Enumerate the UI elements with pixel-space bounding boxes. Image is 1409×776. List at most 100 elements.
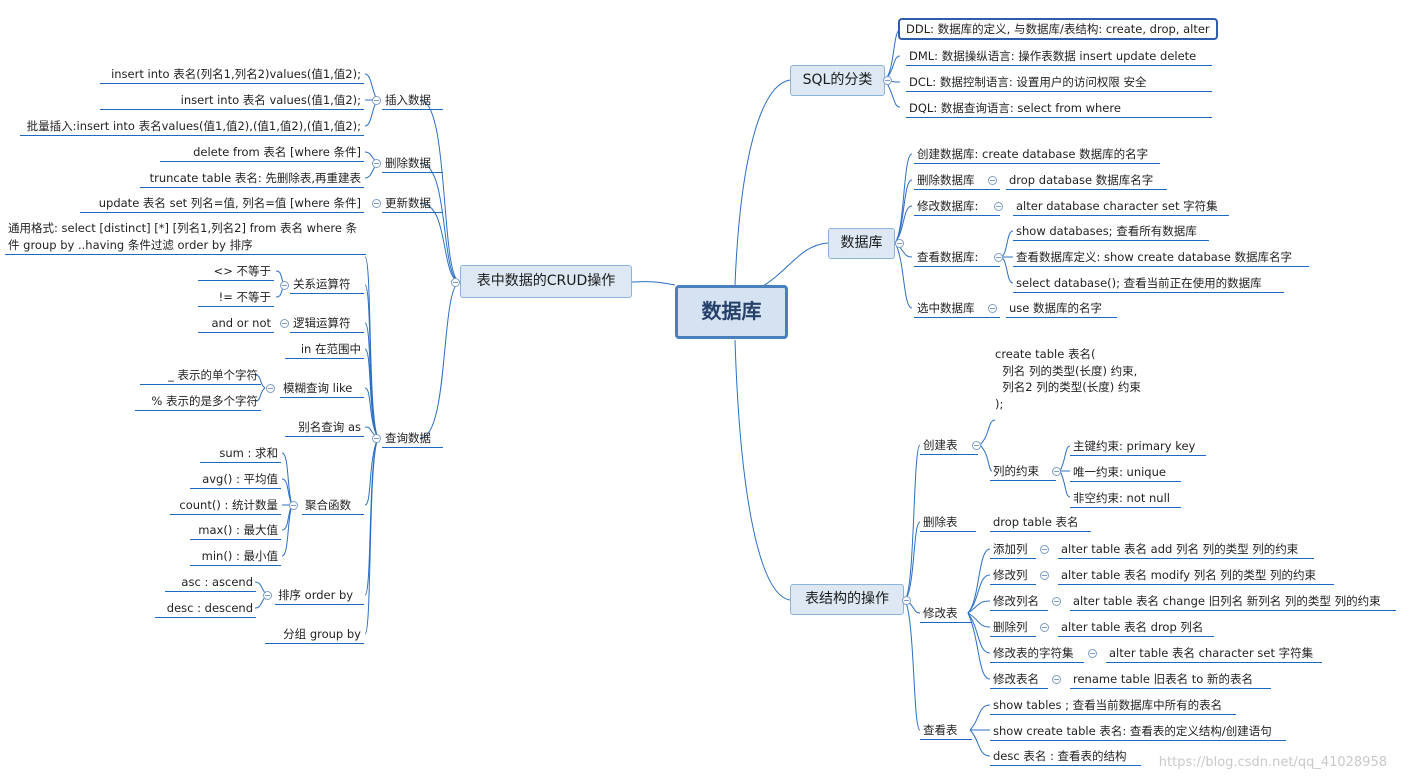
create-db-item[interactable]: 创建数据库: create database 数据库的名字: [914, 147, 1160, 164]
delete-db-cmd[interactable]: drop database 数据库名字: [1006, 173, 1167, 190]
modify-db-cmd[interactable]: alter database character set 字符集: [1013, 199, 1229, 216]
in-label[interactable]: in 在范围中: [285, 342, 364, 359]
aggregate-item-count[interactable]: count() : 统计数量: [170, 498, 281, 515]
collapse-toggle-icon[interactable]: [972, 441, 981, 450]
delete-table-label[interactable]: 删除表: [920, 515, 976, 532]
dql-item[interactable]: DQL: 数据查询语言: select from where: [906, 101, 1212, 118]
collapse-toggle-icon[interactable]: [1040, 545, 1049, 554]
group-label[interactable]: 分组 group by: [265, 627, 364, 644]
view-table-label[interactable]: 查看表: [920, 723, 972, 740]
modify-table-label[interactable]: 修改表: [920, 606, 972, 623]
like-item-1[interactable]: _ 表示的单个字符: [140, 368, 261, 385]
constraint-label[interactable]: 列的约束: [990, 464, 1056, 481]
relational-item-2[interactable]: != 不等于: [198, 290, 274, 307]
logic-item-1[interactable]: and or not: [198, 316, 274, 333]
rename-col-label[interactable]: 修改列名: [990, 594, 1048, 611]
insert-item-2[interactable]: insert into 表名 values(值1,值2);: [100, 93, 364, 110]
collapse-toggle-icon[interactable]: [902, 596, 911, 605]
view-db-item-2[interactable]: 查看数据库定义: show create database 数据库名字: [1013, 250, 1309, 267]
unique-item[interactable]: 唯一约束: unique: [1070, 465, 1181, 482]
view-db-label[interactable]: 查看数据库:: [914, 250, 1000, 267]
aggregate-label[interactable]: 聚合函数: [302, 498, 364, 515]
view-table-item-2[interactable]: show create table 表名: 查看表的定义结构/创建语句: [990, 724, 1286, 741]
ddl-item[interactable]: DDL: 数据库的定义, 与数据库/表结构: create, drop, alt…: [898, 18, 1218, 40]
insert-item-3[interactable]: 批量插入:insert into 表名values(值1,值2),(值1,值2)…: [20, 119, 364, 136]
charset-label[interactable]: 修改表的字符集: [990, 646, 1084, 663]
collapse-toggle-icon[interactable]: [280, 319, 289, 328]
collapse-toggle-icon[interactable]: [451, 278, 460, 287]
view-db-item-1[interactable]: show databases; 查看所有数据库: [1013, 224, 1209, 241]
rename-table-cmd[interactable]: rename table 旧表名 to 新的表名: [1070, 672, 1271, 689]
order-item-asc[interactable]: asc : ascend: [165, 575, 256, 592]
like-label[interactable]: 模糊查询 like: [280, 381, 364, 398]
drop-col-label[interactable]: 删除列: [990, 620, 1036, 637]
collapse-toggle-icon[interactable]: [1052, 597, 1061, 606]
root-node[interactable]: 数据库: [675, 285, 788, 339]
rename-col-cmd[interactable]: alter table 表名 change 旧列名 新列名 列的类型 列的约束: [1070, 594, 1396, 611]
use-db-label[interactable]: 选中数据库: [914, 301, 1000, 318]
modify-col-label[interactable]: 修改列: [990, 568, 1036, 585]
modify-col-cmd[interactable]: alter table 表名 modify 列名 列的类型 列的约束: [1058, 568, 1334, 585]
query-data-label[interactable]: 查询数据: [382, 431, 443, 448]
collapse-toggle-icon[interactable]: [895, 239, 904, 248]
aggregate-item-max[interactable]: max() : 最大值: [190, 523, 281, 540]
primary-key-item[interactable]: 主键约束: primary key: [1070, 439, 1206, 456]
charset-cmd[interactable]: alter table 表名 character set 字符集: [1106, 646, 1322, 663]
view-table-item-3[interactable]: desc 表名 : 查看表的结构: [990, 749, 1141, 766]
add-col-cmd[interactable]: alter table 表名 add 列名 列的类型 列的约束: [1058, 542, 1314, 559]
relational-item-1[interactable]: <> 不等于: [198, 264, 274, 281]
collapse-toggle-icon[interactable]: [372, 199, 381, 208]
collapse-toggle-icon[interactable]: [1052, 675, 1061, 684]
database-node[interactable]: 数据库: [828, 228, 895, 259]
delete-item-1[interactable]: delete from 表名 [where 条件]: [160, 145, 364, 162]
rename-table-label[interactable]: 修改表名: [990, 672, 1048, 689]
order-item-desc[interactable]: desc : descend: [155, 601, 256, 618]
aggregate-item-avg[interactable]: avg() : 平均值: [190, 472, 281, 489]
collapse-toggle-icon[interactable]: [1040, 623, 1049, 632]
aggregate-item-sum[interactable]: sum : 求和: [200, 446, 281, 463]
collapse-toggle-icon[interactable]: [1052, 467, 1061, 476]
create-table-label[interactable]: 创建表: [920, 438, 978, 455]
drop-col-cmd[interactable]: alter table 表名 drop 列名: [1058, 620, 1214, 637]
not-null-item[interactable]: 非空约束: not null: [1070, 491, 1181, 508]
collapse-toggle-icon[interactable]: [994, 253, 1003, 262]
alias-label[interactable]: 别名查询 as: [285, 420, 364, 437]
collapse-toggle-icon[interactable]: [372, 434, 381, 443]
delete-table-cmd[interactable]: drop table 表名: [990, 515, 1091, 532]
logic-label[interactable]: 逻辑运算符: [290, 316, 364, 333]
collapse-toggle-icon[interactable]: [1088, 649, 1097, 658]
collapse-toggle-icon[interactable]: [883, 76, 892, 85]
update-data-label[interactable]: 更新数据: [382, 196, 443, 213]
insert-label[interactable]: 插入数据: [382, 93, 443, 110]
view-table-item-1[interactable]: show tables ; 查看当前数据库中所有的表名: [990, 698, 1236, 715]
delete-db-label[interactable]: 删除数据库: [914, 173, 1000, 190]
add-col-label[interactable]: 添加列: [990, 542, 1036, 559]
query-general-line-2[interactable]: 件 group by ..having 条件过滤 order by 排序: [5, 238, 366, 255]
collapse-toggle-icon[interactable]: [372, 159, 381, 168]
collapse-toggle-icon[interactable]: [266, 384, 275, 393]
table-ops-node[interactable]: 表结构的操作: [790, 584, 904, 615]
order-label[interactable]: 排序 order by: [275, 588, 364, 605]
view-db-item-3[interactable]: select database(); 查看当前正在使用的数据库: [1013, 276, 1284, 293]
collapse-toggle-icon[interactable]: [263, 591, 272, 600]
relational-label[interactable]: 关系运算符: [290, 277, 364, 294]
collapse-toggle-icon[interactable]: [994, 202, 1003, 211]
collapse-toggle-icon[interactable]: [372, 96, 381, 105]
use-db-cmd[interactable]: use 数据库的名字: [1006, 301, 1117, 318]
delete-item-2[interactable]: truncate table 表名: 先删除表,再重建表: [140, 171, 364, 188]
collapse-toggle-icon[interactable]: [289, 501, 298, 510]
like-item-2[interactable]: % 表示的是多个字符: [135, 394, 261, 411]
modify-db-label[interactable]: 修改数据库:: [914, 199, 1000, 216]
crud-node[interactable]: 表中数据的CRUD操作: [460, 265, 632, 298]
update-item-1[interactable]: update 表名 set 列名=值, 列名=值 [where 条件]: [80, 196, 364, 213]
collapse-toggle-icon[interactable]: [280, 281, 289, 290]
sql-category-node[interactable]: SQL的分类: [790, 65, 885, 96]
query-general-line-1[interactable]: 通用格式: select [distinct] [*] [列名1,列名2] fr…: [8, 221, 358, 235]
aggregate-item-min[interactable]: min() : 最小值: [190, 549, 281, 566]
dcl-item[interactable]: DCL: 数据控制语言: 设置用户的访问权限 安全: [906, 75, 1212, 92]
collapse-toggle-icon[interactable]: [988, 176, 997, 185]
collapse-toggle-icon[interactable]: [1040, 571, 1049, 580]
insert-item-1[interactable]: insert into 表名(列名1,列名2)values(值1,值2);: [100, 67, 364, 84]
delete-data-label[interactable]: 删除数据: [382, 156, 443, 173]
collapse-toggle-icon[interactable]: [988, 304, 997, 313]
